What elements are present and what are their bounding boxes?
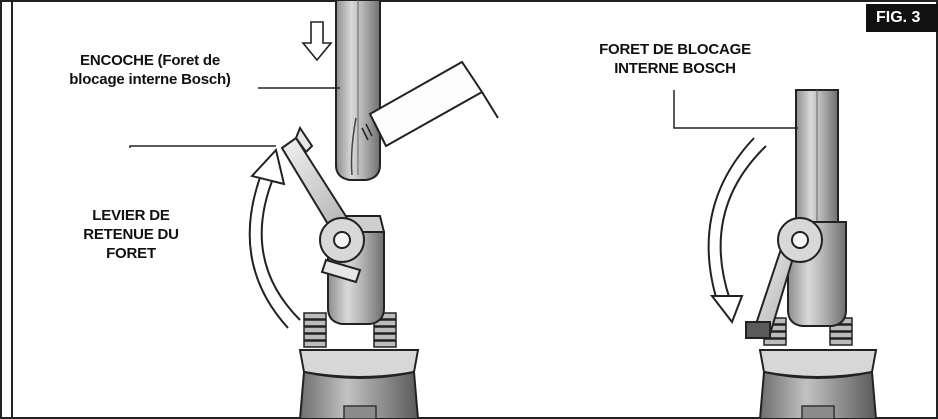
left-assembly: [248, 0, 499, 419]
leader-levier: [129, 145, 276, 148]
label-levier-line2: RETENUE DU: [83, 226, 179, 243]
leader-lines: [129, 87, 798, 148]
pointer-tool: [368, 60, 484, 148]
label-encoche: ENCOCHE (Foret de blocage interne Bosch): [40, 51, 260, 89]
label-foret-line1: FORET DE BLOCAGE: [599, 41, 751, 58]
rotation-arrow-left: [260, 175, 301, 321]
chuck-body-right: [758, 370, 878, 419]
insert-direction-arrow: [301, 21, 333, 62]
label-encoche-line2: blocage interne Bosch): [69, 71, 231, 88]
label-encoche-line1: ENCOCHE (Foret de: [80, 52, 220, 69]
right-spring: [373, 312, 397, 348]
rotation-arrow-right: [719, 145, 767, 301]
chuck-body: [298, 370, 420, 419]
label-levier: LEVIER DE RETENUE DU FORET: [72, 206, 190, 263]
label-levier-line3: FORET: [106, 245, 156, 262]
label-foret-line2: INTERNE BOSCH: [614, 60, 736, 77]
leader-foret: [673, 90, 798, 129]
left-spring: [303, 312, 327, 348]
label-foret: FORET DE BLOCAGE INTERNE BOSCH: [572, 40, 778, 78]
right-assembly: [707, 89, 878, 419]
bit-notch: [350, 117, 357, 176]
figure-tag: FIG. 3: [866, 4, 938, 32]
label-levier-line1: LEVIER DE: [92, 207, 170, 224]
